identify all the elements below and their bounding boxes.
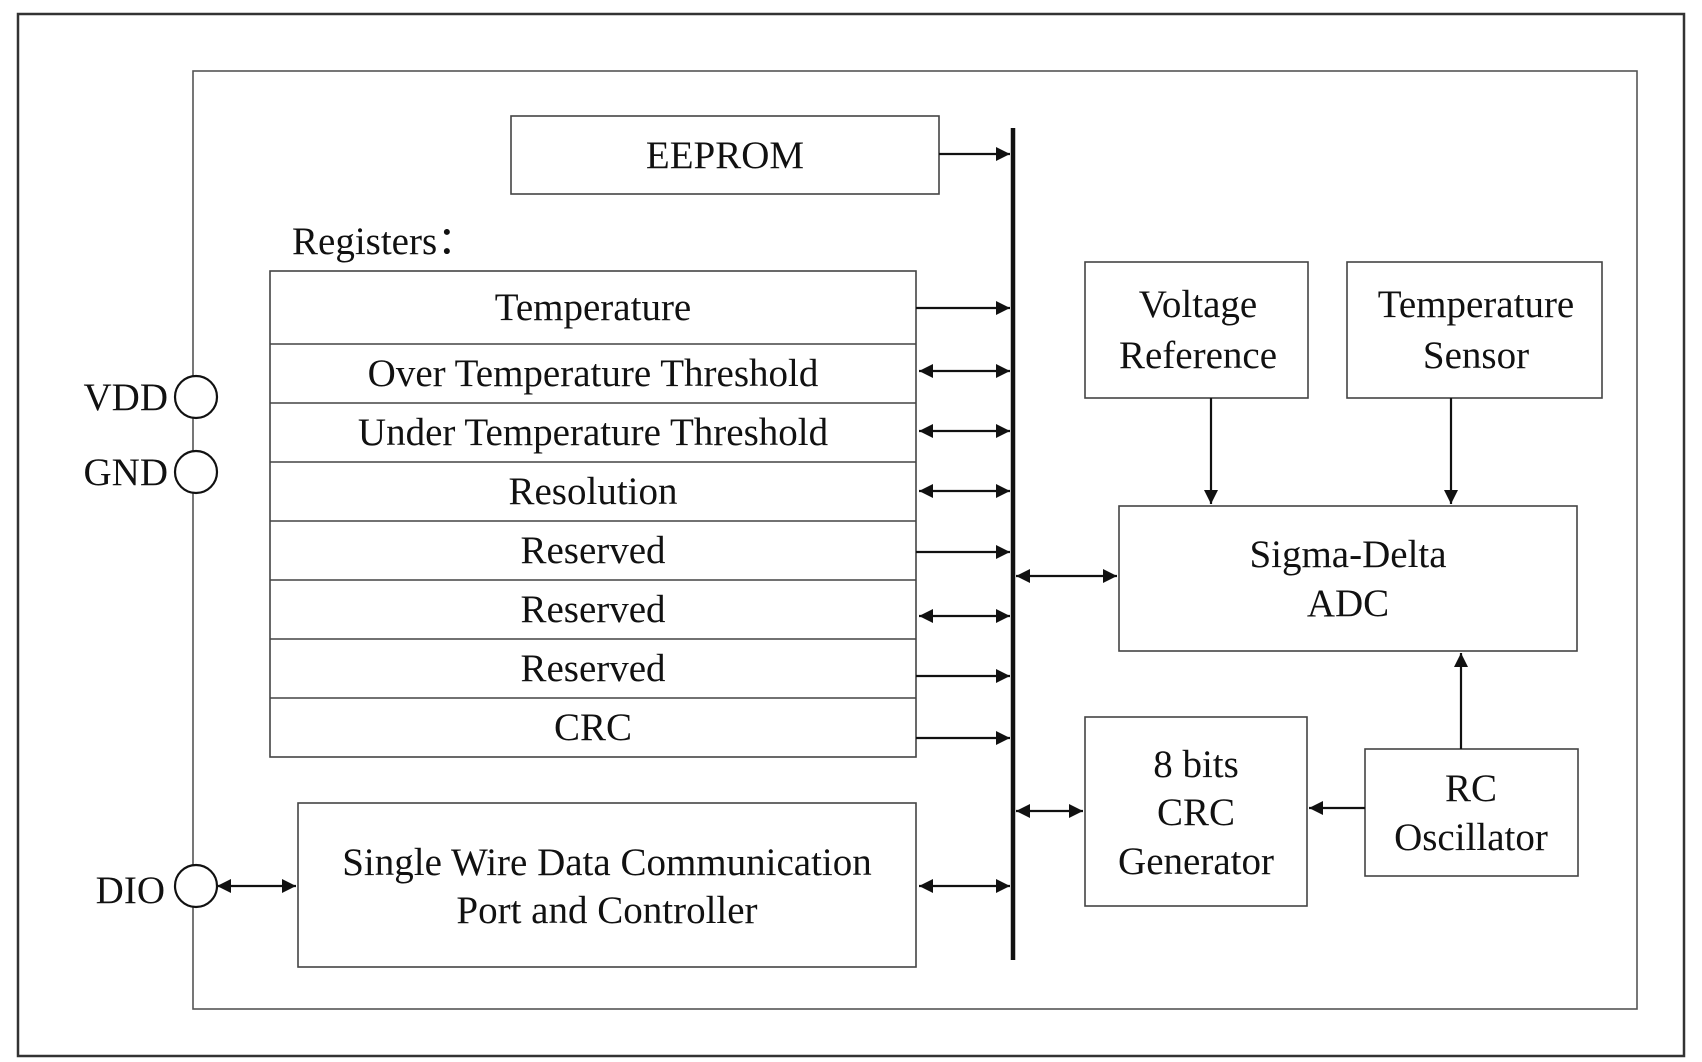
voltage-reference-line2: Reference — [1119, 334, 1277, 377]
register-row: Reserved — [520, 588, 666, 631]
pin-dio-label: DIO — [96, 869, 165, 912]
adc-block: Sigma-Delta ADC — [1118, 505, 1578, 652]
temperature-sensor-line1: Temperature — [1378, 283, 1575, 326]
comm-label-line1: Single Wire Data Communication — [342, 841, 872, 884]
register-row: Over Temperature Threshold — [368, 352, 819, 395]
registers-title: Registers： — [292, 220, 476, 263]
register-row: Reserved — [520, 647, 666, 690]
crc-generator-block: 8 bits CRC Generator — [1084, 716, 1308, 907]
comm-controller-block: Single Wire Data Communication Port and … — [297, 802, 917, 968]
voltage-reference-line1: Voltage — [1139, 283, 1257, 326]
pin-vdd: VDD — [84, 374, 219, 420]
register-row: Reserved — [520, 529, 666, 572]
adc-line2: ADC — [1307, 582, 1389, 625]
registers-table: Temperature Over Temperature Threshold U… — [269, 270, 917, 758]
chip-boundary — [192, 70, 1638, 1010]
voltage-reference-block: Voltage Reference — [1084, 261, 1309, 399]
pin-vdd-label: VDD — [84, 376, 169, 419]
pin-dio: DIO — [96, 863, 219, 912]
register-row: Under Temperature Threshold — [358, 411, 829, 454]
eeprom-block: EEPROM — [510, 115, 940, 195]
rc-oscillator-line1: RC — [1445, 767, 1497, 810]
temperature-sensor-line2: Sensor — [1423, 334, 1529, 377]
rc-oscillator-line2: Oscillator — [1394, 816, 1548, 859]
pin-gnd: GND — [84, 449, 219, 495]
register-row: Temperature — [495, 286, 692, 329]
crc-generator-line2: CRC — [1157, 791, 1235, 834]
adc-line1: Sigma-Delta — [1249, 533, 1446, 576]
rc-oscillator-block: RC Oscillator — [1364, 748, 1579, 877]
eeprom-label: EEPROM — [646, 134, 804, 177]
temperature-sensor-block: Temperature Sensor — [1346, 261, 1603, 399]
comm-label-line2: Port and Controller — [456, 889, 757, 932]
register-row: CRC — [554, 706, 632, 749]
crc-generator-line1: 8 bits — [1153, 743, 1239, 786]
crc-generator-line3: Generator — [1118, 840, 1274, 883]
outer-frame — [16, 12, 1686, 1058]
pin-gnd-label: GND — [84, 451, 169, 494]
register-row: Resolution — [508, 470, 677, 513]
